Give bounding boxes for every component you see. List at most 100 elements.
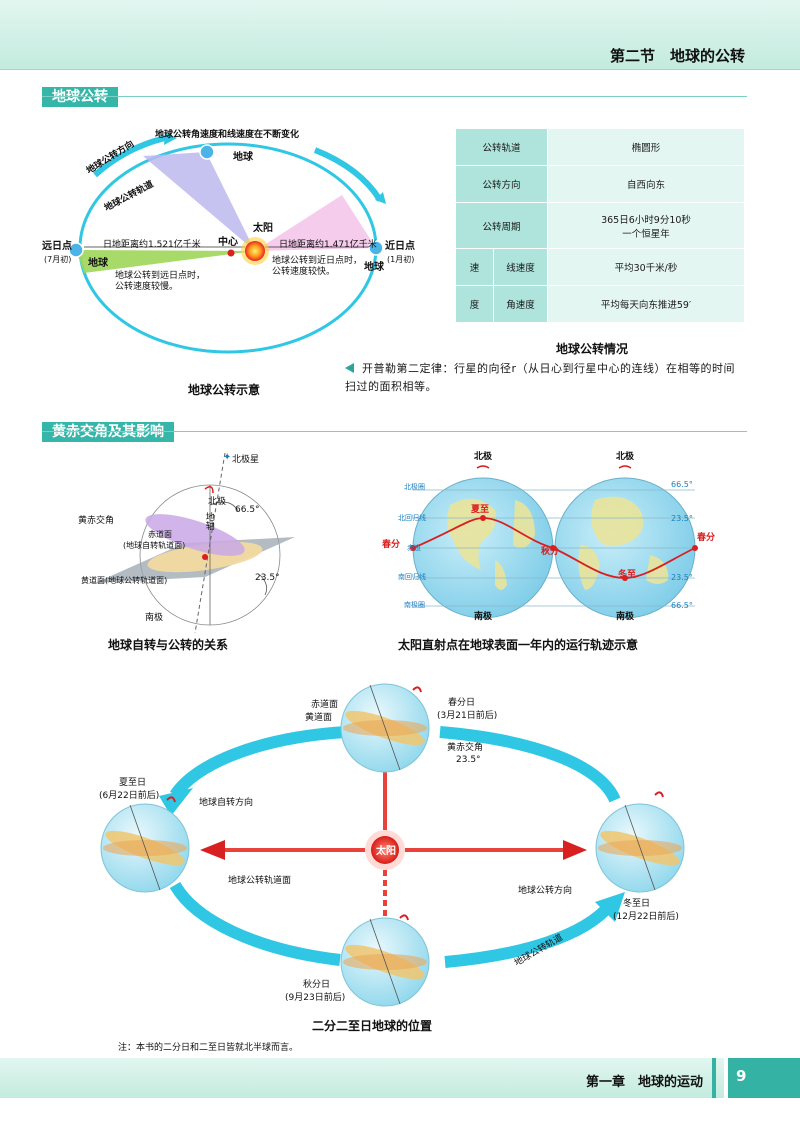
earth-label-aphelion: 地球 [88,258,108,269]
near-speed-note: 地球公转到近日点时， 公转速度较快。 [272,256,363,277]
lat-line-label: 南回归线 [398,573,426,581]
table-cell-value: 平均30千米/秒 [547,248,745,286]
page-number: 9 [736,1067,747,1085]
table-row: 公转轨道 椭圆形 [455,128,745,166]
rotation-arrow-icon-winter [654,791,664,798]
kepler-law-note: 开普勒第二定律：行星的向径r（从日心到行星中心的连线）在相等的时间扫过的面积相等… [345,360,745,396]
chapter-title: 第一章 地球的运动 [585,1075,703,1090]
rotation-arrow-icon-summer [166,796,176,803]
earth-icon-aphelion [68,242,84,258]
period-line2: 一个恒星年 [622,228,670,240]
polaris-label: 北极星 [232,455,260,465]
obliquity-value: 23.5° [456,755,481,765]
earth-label-perihelion: 地球 [364,262,384,273]
header-band [0,0,800,70]
aphelion-date: (7月初) [44,255,72,264]
autumn-equinox-label: 秋分 [541,547,560,557]
autumn-day-label: 秋分日 [303,980,331,990]
spring-date-label: (3月21日前后) [437,711,498,721]
lat-235n-label: 23.5° [671,514,693,523]
page-number-box [724,1058,800,1098]
svg-text:✦: ✦ [223,452,231,463]
orbit-top-note: 地球公转角速度和线速度在不断变化 [155,130,300,140]
spring-equinox-label: 春分 [382,540,401,550]
rotation-arrow-icon-spring [412,686,422,693]
table-cell-label: 公转周期 [455,202,548,249]
section-title-obliquity: 黄赤交角及其影响 [42,422,174,442]
rotation-direction-label: 地球自转方向 [199,798,254,808]
far-speed-note: 地球公转到远日点时， 公转速度较慢。 [115,271,206,292]
summer-day-label: 夏至日 [119,778,147,788]
sun-label-center: 太阳 [376,846,396,857]
rotation-arrow-icon [204,486,214,494]
table-cell-label: 公转轨道 [455,128,548,166]
section-title-revolution: 地球公转 [42,87,118,107]
spring-day-label: 春分日 [448,698,476,708]
revolution-direction-label: 地球公转方向 [518,886,573,896]
globe-left-north: 北极 [473,452,493,462]
table-row: 公转周期 365日6小时9分10秒 一个恒星年 [455,202,745,249]
tilt-diagram-caption: 地球自转与公转的关系 [108,638,229,652]
obliquity-label: 黄赤交角 [78,516,115,526]
globe-summer [100,803,190,893]
obliquity-label-2: 黄赤交角 [447,743,484,753]
winter-date-label: (12月22日前后) [613,912,679,922]
rotation-arrow-icon-autumn [399,914,409,921]
north-rotation-icon-left [476,465,490,469]
table-cell-value: 平均每天向东推进59′ [547,285,745,323]
table-caption: 地球公转情况 [556,342,629,356]
angle-235-label: 23.5° [255,573,280,583]
globe-winter [595,803,685,893]
winter-solstice-label: 冬至 [618,570,637,580]
far-sweep-area [76,250,255,273]
far-distance-label: 日地距离约1.521亿千米 [103,240,201,250]
globes-caption: 太阳直射点在地球表面一年内的运行轨迹示意 [398,638,639,652]
autumn-date-label: (9月23日前后) [285,993,346,1003]
north-rotation-icon-right [618,465,632,469]
equator-plane [145,514,245,556]
kepler-law-text: 开普勒第二定律：行星的向径r（从日心到行星中心的连线）在相等的时间扫过的面积相等… [345,362,736,393]
period-line1: 365日6小时9分10秒 [601,214,691,226]
lat-line-label: 北回归线 [398,514,426,522]
equator-plane-label-2: 赤道面 [311,700,339,710]
tilt-diagram: ✦ [95,452,295,634]
perihelion-sweep-area [255,195,376,251]
subsolar-globes [410,465,698,619]
perihelion-date: (1月初) [387,255,415,264]
equator-plane-sub: (地球自转轨道面) [123,541,186,550]
page-header-title: 第二节 地球的公转 [609,47,745,65]
angle-665-label: 66.5° [235,505,260,515]
aphelion-sweep-area [143,152,255,251]
lat-665s-label: 66.5° [671,601,693,610]
lat-line-label: 赤道 [407,544,421,552]
ecliptic-plane-label: 黄道面(地球公转轨道面) [81,576,168,585]
ecliptic-plane-label-2: 黄道面 [305,713,333,723]
summer-date-label: (6月22日前后) [99,791,160,801]
sun-label: 太阳 [253,223,273,234]
lat-line-label: 南极圈 [404,601,425,609]
table-cell-value: 椭圆形 [547,128,745,166]
table-cell-label: 线速度 [493,248,548,286]
orbit-diagram [68,132,386,354]
earth-icon-top [199,144,215,160]
globe-right-south: 南极 [615,612,635,622]
triangle-icon [345,363,354,373]
section-divider [42,431,747,432]
sun-icon [241,237,269,265]
center-label: 中心 [218,237,238,248]
aphelion-label: 远日点 [42,241,72,252]
table-cell-value: 365日6小时9分10秒 一个恒星年 [547,202,745,249]
table-row: 速 线速度 平均30千米/秒 [455,248,745,286]
table-cell-speed-char: 度 [455,285,494,323]
polaris-icon: ✦ [223,452,231,463]
near-distance-label: 日地距离约1.471亿千米 [279,240,377,250]
winter-day-label: 冬至日 [623,899,651,909]
footer-divider [712,1058,716,1098]
lat-line-label: 北极圈 [404,483,425,491]
globe-left-south: 南极 [473,612,493,622]
tilt-south-label: 南极 [145,613,164,623]
seasons-diagram [100,683,685,1007]
axis-label: 地轴 [203,512,214,530]
earth-icon-perihelion [368,240,384,256]
globe-spring [340,683,430,773]
